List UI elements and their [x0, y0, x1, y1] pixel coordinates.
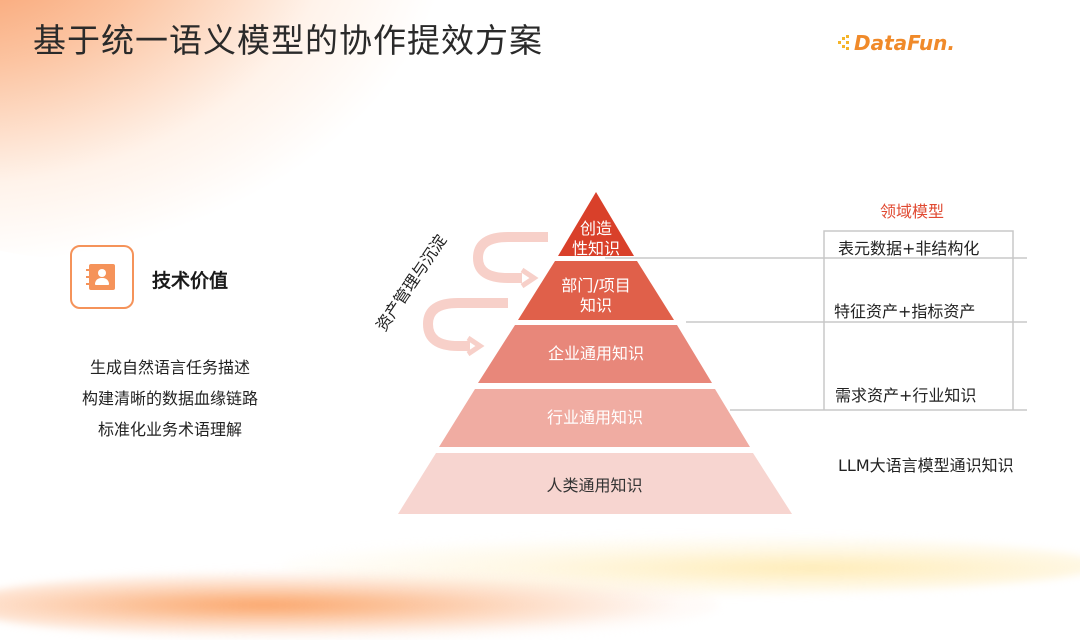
tech-value-icon-frame	[70, 245, 134, 309]
pyramid-tier-2	[518, 261, 674, 320]
curved-arrow-icon	[472, 232, 548, 289]
domain-model-box	[823, 230, 1014, 410]
pyramid-tier-4	[439, 389, 750, 447]
pyramid-diagram	[398, 192, 1027, 514]
datafun-logo: DataFun.	[838, 30, 955, 56]
datafun-logo-dots-icon	[838, 35, 852, 51]
tier-3-label: 企业通用知识	[547, 344, 644, 363]
pyramid-tier-3	[478, 325, 712, 383]
tech-value-item: 构建清晰的数据血缘链路	[81, 389, 258, 408]
tech-value-item: 标准化业务术语理解	[97, 420, 242, 439]
tier-5-label: 人类通用知识	[546, 476, 643, 495]
tech-value-list: 生成自然语言任务描述 构建清晰的数据血缘链路 标准化业务术语理解	[60, 352, 280, 445]
tech-value-title: 技术价值	[152, 270, 229, 292]
tier-2-label: 部门/项目 知识	[561, 276, 631, 315]
page-title: 基于统一语义模型的协作提效方案	[33, 21, 543, 60]
domain-model-title: 领域模型	[880, 202, 945, 221]
domain-row-2: 特征资产+指标资产	[834, 302, 976, 321]
domain-row-3: 需求资产+行业知识	[835, 386, 977, 405]
tech-value-item: 生成自然语言任务描述	[89, 358, 250, 377]
llm-note: LLM大语言模型通识知识	[838, 456, 1014, 475]
domain-row-1: 表元数据+非结构化	[838, 239, 980, 258]
tier-1-label: 创造 性知识	[571, 219, 620, 258]
pyramid-tier-1	[558, 192, 634, 256]
logo-text: DataFun.	[854, 31, 955, 55]
pyramid-tier-5	[398, 453, 792, 514]
tier-4-label: 行业通用知识	[546, 408, 643, 427]
contact-book-icon	[86, 264, 115, 290]
curved-arrow-icon	[422, 298, 508, 357]
